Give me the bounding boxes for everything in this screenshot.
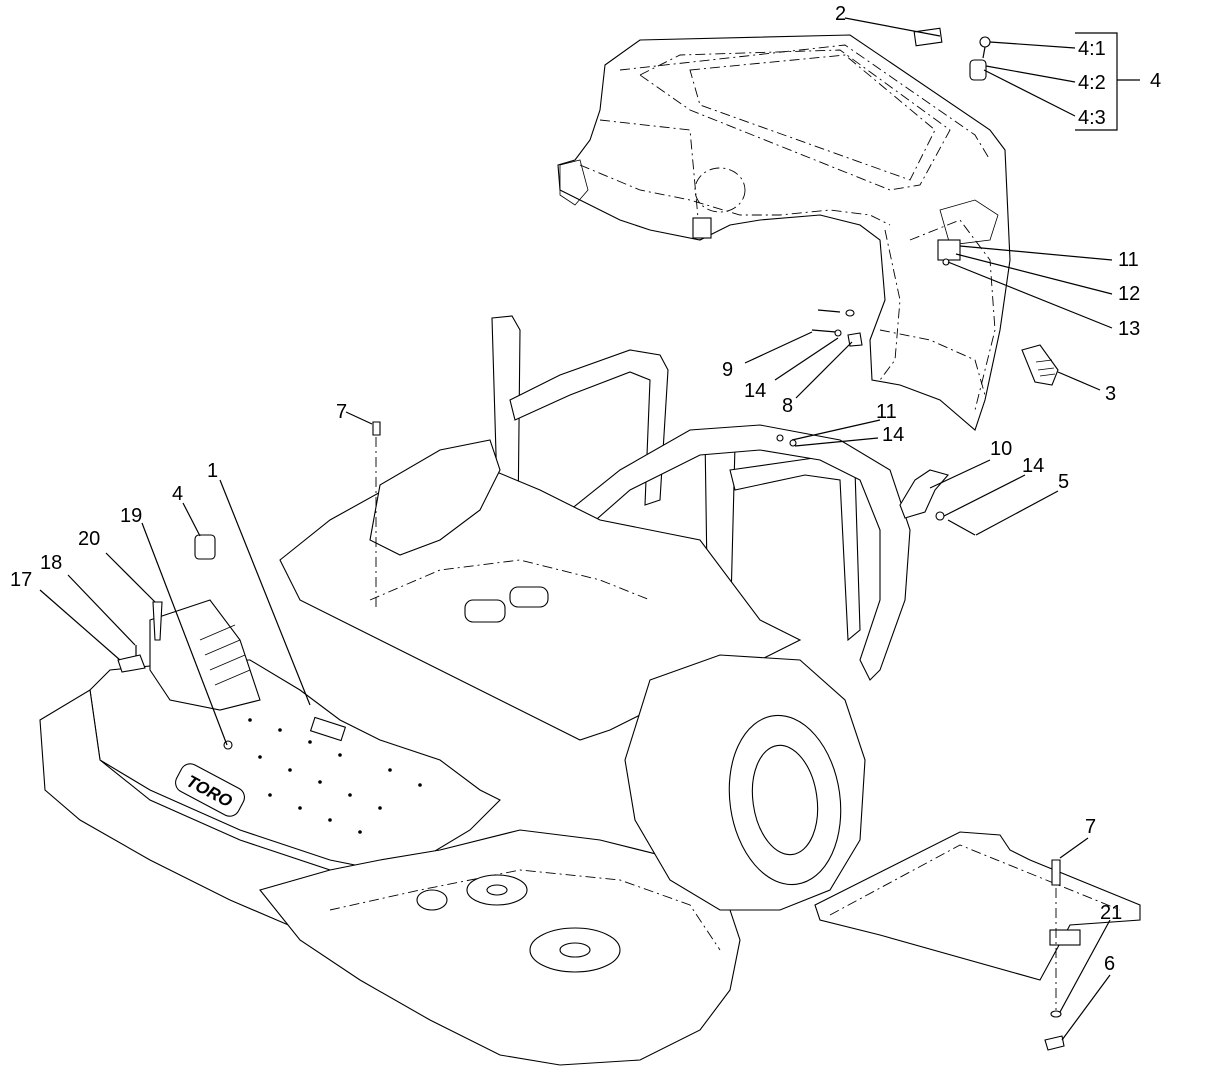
callout-4-1: 4:1 xyxy=(1078,38,1106,60)
callout-10: 10 xyxy=(990,438,1012,460)
callout-14-c: 14 xyxy=(1022,455,1044,477)
callout-2: 2 xyxy=(835,3,846,25)
callout-12: 12 xyxy=(1118,283,1140,305)
callout-4-2: 4:2 xyxy=(1078,72,1106,94)
callout-9: 9 xyxy=(722,359,733,381)
callout-4-3: 4:3 xyxy=(1078,107,1106,129)
callout-20: 20 xyxy=(78,528,100,550)
callout-11-top: 11 xyxy=(1118,249,1139,271)
callout-13: 13 xyxy=(1118,318,1140,340)
callout-1: 1 xyxy=(207,460,218,482)
callout-14-a: 14 xyxy=(744,380,766,402)
callout-7-bottom: 7 xyxy=(1085,816,1096,838)
callout-5: 5 xyxy=(1058,471,1069,493)
callout-8: 8 xyxy=(782,395,793,417)
floor-pan xyxy=(814,831,1141,981)
leader-lines xyxy=(39,17,1140,1041)
callout-14-b: 14 xyxy=(882,424,904,446)
callout-11-mid: 11 xyxy=(876,401,897,423)
small-hardware xyxy=(117,27,1065,1051)
seat-cover-shell xyxy=(557,34,1011,431)
callout-17: 17 xyxy=(10,569,32,591)
callout-labels: 2 4:1 4:2 4:3 4 11 12 13 3 9 14 8 11 14 … xyxy=(10,3,1161,975)
rear-tire xyxy=(624,654,866,911)
callout-3: 3 xyxy=(1105,383,1116,405)
callout-21: 21 xyxy=(1100,902,1122,924)
callout-6: 6 xyxy=(1104,953,1115,975)
callout-4-left: 4 xyxy=(172,483,183,505)
callout-18: 18 xyxy=(40,552,62,574)
callout-19: 19 xyxy=(120,505,142,527)
callout-7-top: 7 xyxy=(336,401,347,423)
callout-4-right: 4 xyxy=(1150,70,1161,92)
